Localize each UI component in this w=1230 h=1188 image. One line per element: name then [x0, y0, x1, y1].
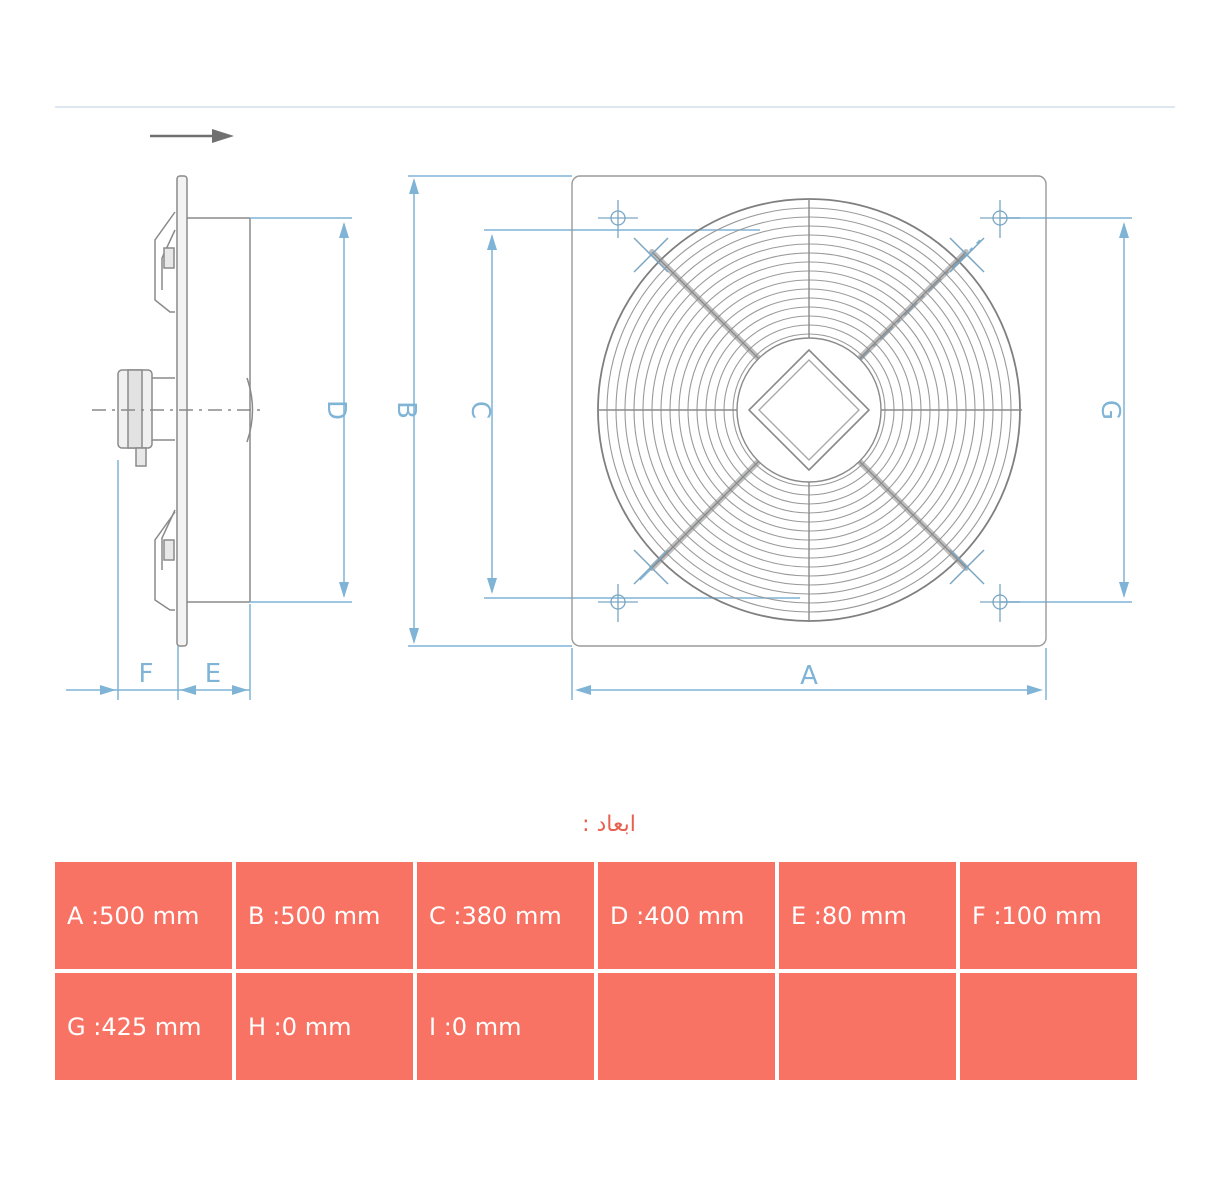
dimension-unit: mm — [474, 1012, 522, 1041]
empty-cell — [960, 973, 1137, 1080]
top-divider — [55, 106, 1175, 108]
dimension-value: 500 — [99, 901, 145, 930]
dimension-cell-e: E :80 mm — [779, 862, 956, 969]
empty-cell — [598, 973, 775, 1080]
dimension-letter-e: E — [205, 659, 221, 689]
dimension-cell-b: B :500 mm — [236, 862, 413, 969]
dimension-value: 0 — [281, 1012, 298, 1041]
dimension-label: A — [67, 901, 84, 930]
dimension-letter-d: D — [321, 400, 351, 420]
dimension-label: B — [248, 901, 265, 930]
dimension-value: 380 — [461, 901, 508, 930]
dimension-letter-f: F — [139, 659, 154, 689]
dimension-unit: mm — [152, 901, 200, 930]
dimension-value: 400 — [644, 901, 691, 930]
dimension-unit: mm — [860, 901, 907, 930]
dimension-unit: mm — [154, 1012, 202, 1041]
dimension-unit: mm — [1054, 901, 1102, 930]
dimension-letter-b: B — [391, 401, 421, 419]
dimension-value: 500 — [280, 901, 326, 930]
empty-cell — [779, 973, 956, 1080]
side-view-dimensions — [66, 217, 352, 700]
dimension-value: 0 — [451, 1012, 468, 1041]
dimension-unit: mm — [697, 901, 745, 930]
dimension-cell-i: I :0 mm — [417, 973, 594, 1080]
dimension-letter-c: C — [465, 401, 495, 419]
dimension-value: 100 — [1001, 901, 1048, 930]
dimension-label: F — [972, 901, 986, 930]
dimension-cell-d: D :400 mm — [598, 862, 775, 969]
dimension-label: G — [67, 1012, 86, 1041]
dimension-unit: mm — [304, 1012, 352, 1041]
dimension-cell-a: A :500 mm — [55, 862, 232, 969]
dimensions-title: ابعاد : — [582, 812, 636, 837]
dimension-value: 425 — [101, 1012, 148, 1041]
dimension-cell-f: F :100 mm — [960, 862, 1137, 969]
dimension-value: 80 — [821, 901, 853, 930]
fan-technical-drawing: D F E — [66, 129, 1132, 700]
dimension-letter-g: G — [1095, 400, 1125, 420]
airflow-arrow-icon — [150, 129, 234, 143]
dimension-label: I — [429, 1012, 437, 1041]
side-view — [92, 129, 262, 647]
dimension-unit: mm — [514, 901, 562, 930]
dimension-cell-g: G :425 mm — [55, 973, 232, 1080]
dimension-label: E — [791, 901, 807, 930]
dimension-label: C — [429, 901, 446, 930]
dimension-cell-c: C :380 mm — [417, 862, 594, 969]
dimension-label: D — [610, 901, 629, 930]
dimension-letter-a: A — [800, 661, 818, 691]
dimension-cell-h: H :0 mm — [236, 973, 413, 1080]
dimension-label: H — [248, 1012, 267, 1041]
front-view — [571, 175, 1047, 647]
dimension-unit: mm — [333, 901, 381, 930]
